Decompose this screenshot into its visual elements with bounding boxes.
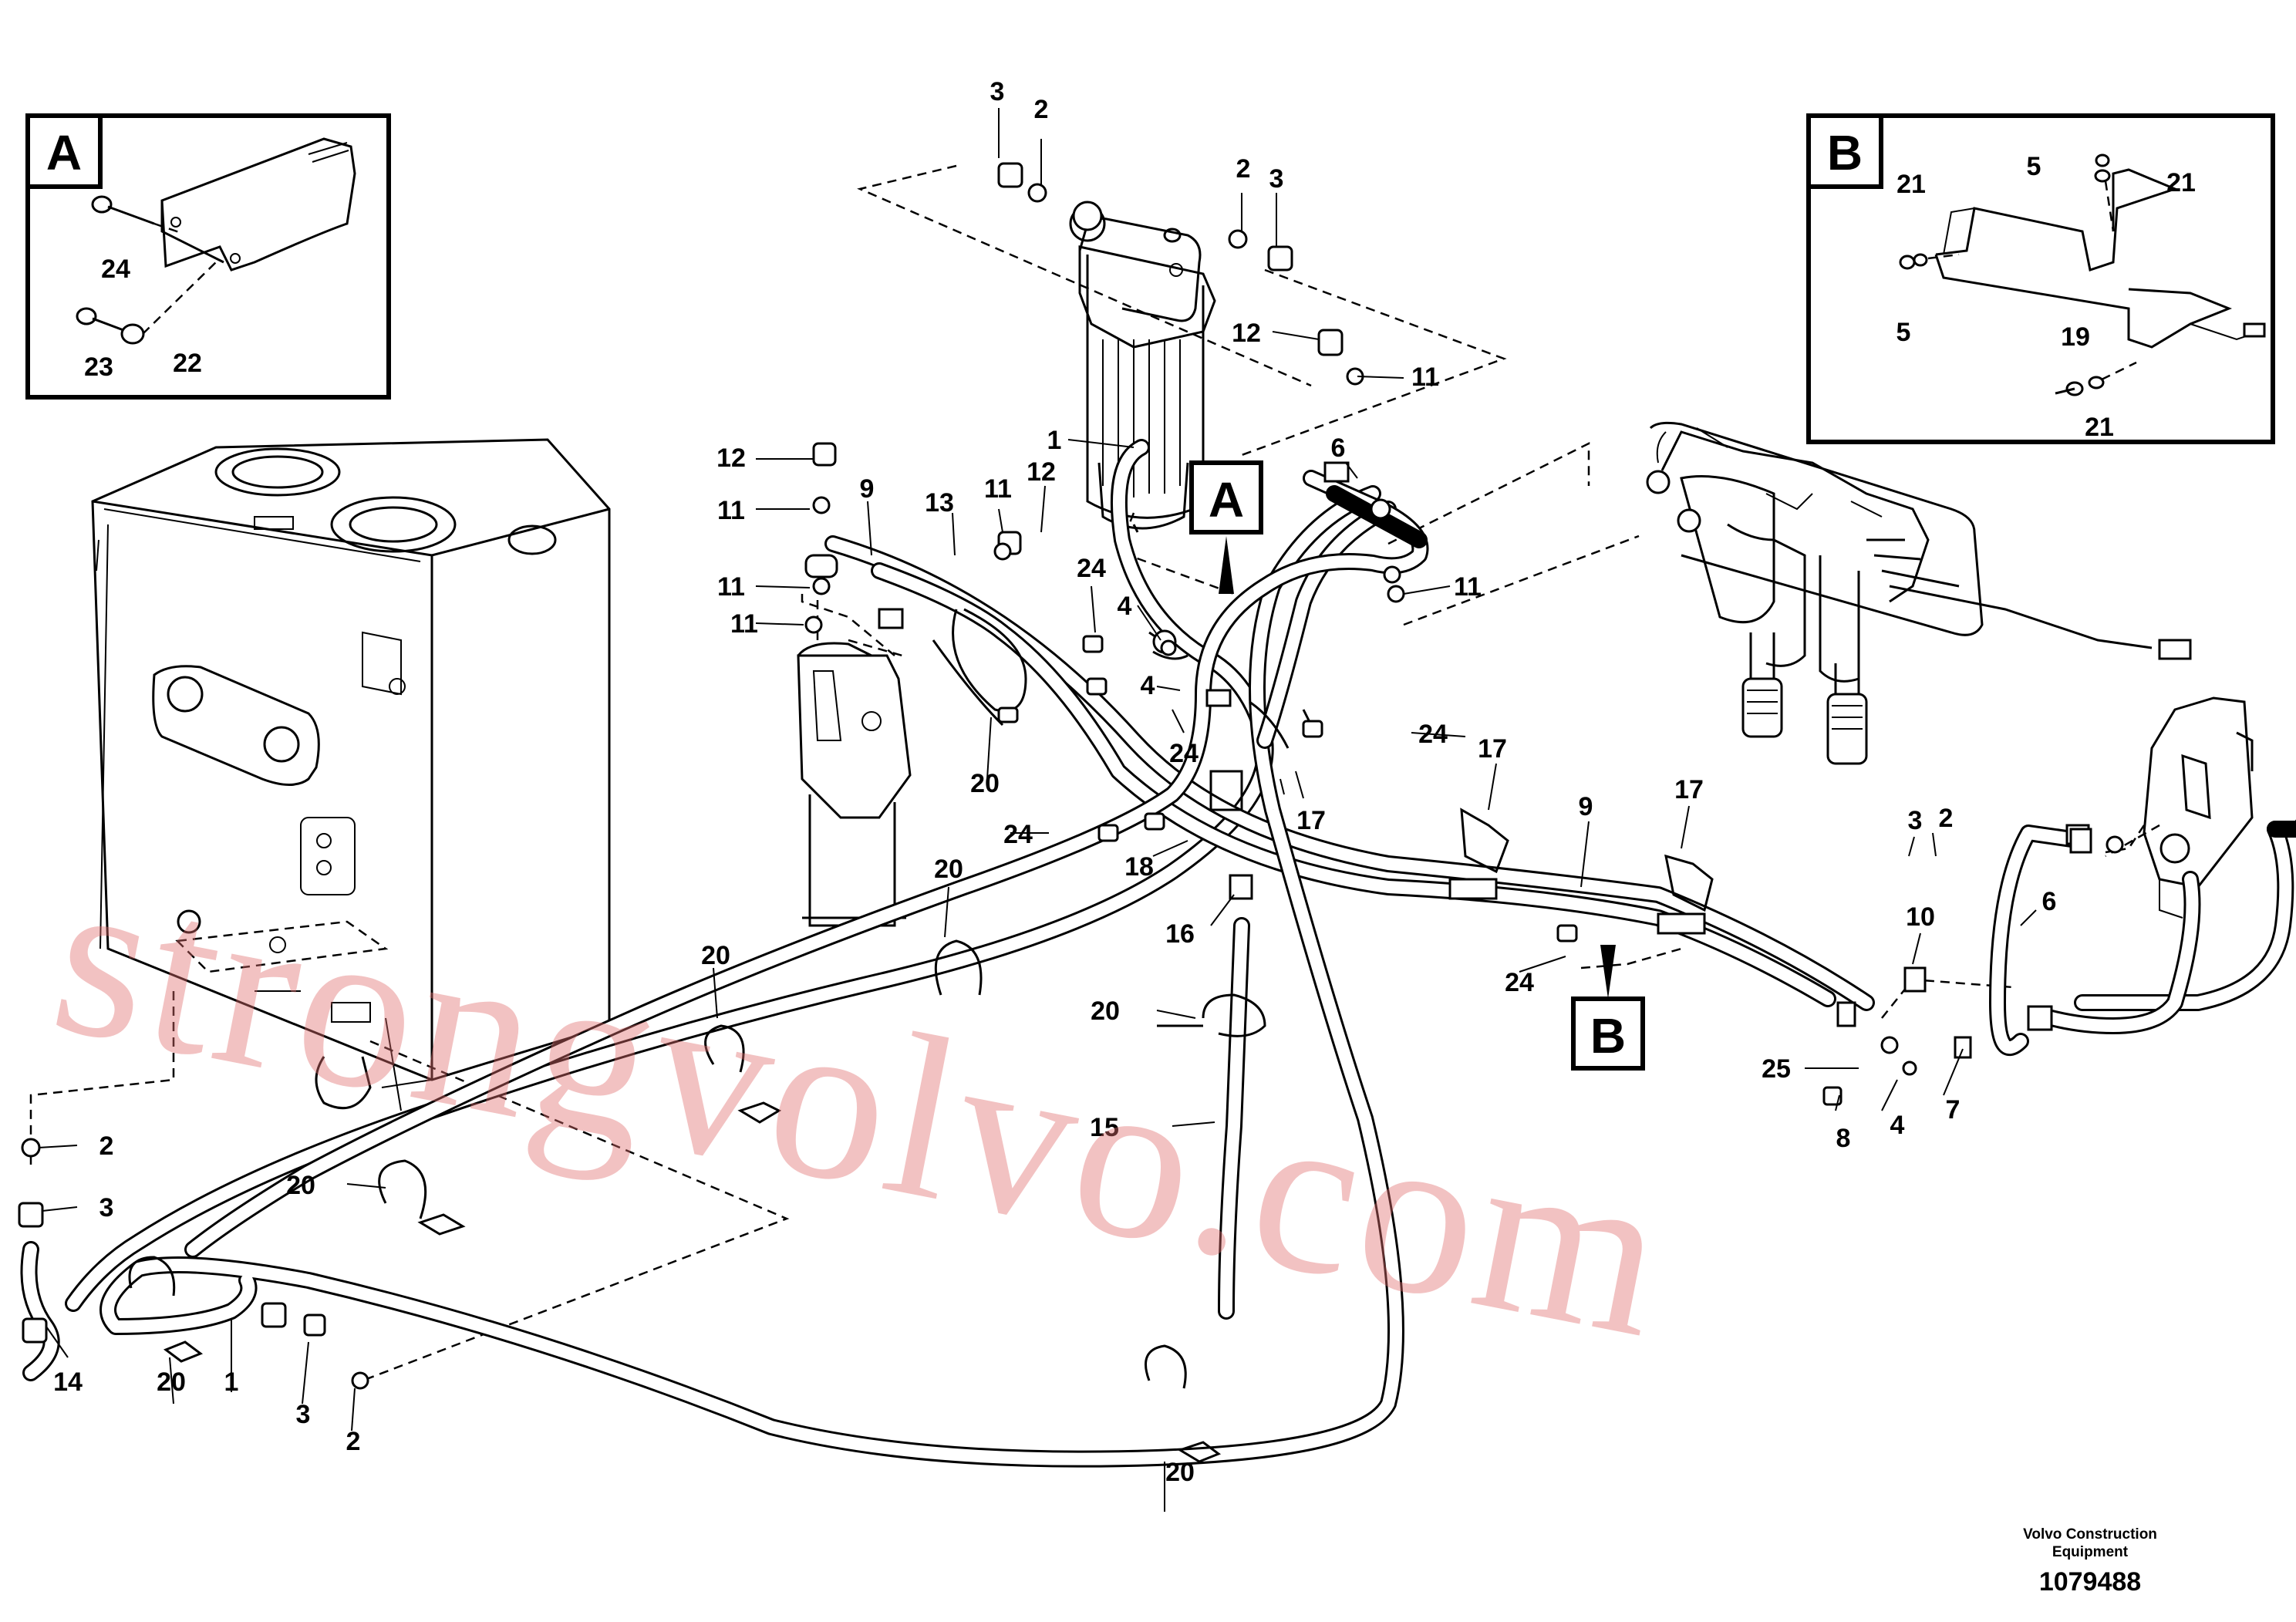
callout-6-right: 6	[2042, 887, 2057, 916]
callout-21-inset-b-bottom: 21	[2085, 413, 2114, 442]
marker-a: A	[1189, 460, 1263, 594]
callout-2-right: 2	[1939, 804, 1954, 833]
callout-24-lower-right: 24	[1505, 968, 1534, 997]
marker-b-letter: B	[1590, 1008, 1626, 1064]
callout-5-inset-b-left: 5	[1896, 318, 1911, 347]
callout-3-lower-left: 3	[99, 1193, 114, 1222]
callout-21-inset-b-left: 21	[1896, 170, 1926, 199]
callout-2-lower-left: 2	[99, 1131, 114, 1161]
callout-24-right: 24	[1418, 720, 1448, 749]
callout-15: 15	[1090, 1113, 1119, 1142]
callout-20-bottom-center: 20	[1165, 1458, 1195, 1487]
watermark-text: strongvolvo.com	[36, 824, 1686, 1387]
callout-24-inset-a: 24	[101, 255, 130, 284]
callout-17-right: 17	[1674, 775, 1704, 804]
callout-23-inset-a: 23	[84, 352, 113, 382]
injection-pump-drawing	[1646, 421, 2192, 765]
callout-16: 16	[1165, 919, 1195, 949]
footer-company-line1: Volvo Construction	[2023, 1526, 2157, 1543]
callout-20-middle: 20	[934, 855, 963, 884]
bolt-washer-23-22-drawing	[76, 261, 217, 345]
inset-a-letter: A	[46, 125, 82, 180]
bracket-b-drawing	[1934, 168, 2266, 349]
callout-19-inset-b: 19	[2061, 322, 2090, 352]
callout-24-upper-left: 24	[1077, 554, 1106, 583]
callout-2-filter-left: 2	[1034, 95, 1049, 124]
callout-7: 7	[1946, 1095, 1961, 1125]
inset-b-bolts	[1899, 153, 2137, 396]
callout-8: 8	[1836, 1124, 1851, 1153]
callout-25: 25	[1762, 1054, 1791, 1084]
callout-11-middle: 11	[984, 474, 1012, 504]
footer: Volvo Construction Equipment 1079488	[2023, 1526, 2157, 1597]
callout-10: 10	[1906, 902, 1935, 932]
marker-a-letter: A	[1209, 472, 1244, 528]
callout-20-center: 20	[1091, 996, 1120, 1026]
callout-numbers: 24 23 22 21 5 21 5 19 21 3 2 2 3 12 11 1…	[53, 77, 2196, 1487]
callout-20-hose-upper: 20	[970, 769, 1000, 798]
callout-11-left-3: 11	[730, 609, 758, 639]
bolt-24-drawing	[91, 195, 182, 234]
callout-18: 18	[1124, 852, 1154, 882]
callout-11-filter: 11	[1411, 363, 1439, 392]
fuel-hoses	[20, 439, 2296, 1468]
callout-4-upper: 4	[1118, 592, 1132, 621]
bracket-a-drawing	[160, 137, 356, 271]
callout-20-far-left: 20	[286, 1171, 315, 1200]
footer-drawing-number: 1079488	[2039, 1567, 2141, 1597]
callout-20-left-clip: 20	[701, 941, 730, 970]
callout-21-inset-b-right: 21	[2166, 168, 2196, 197]
callout-3-right: 3	[1908, 806, 1923, 835]
callout-4-lower: 4	[1141, 671, 1155, 700]
callout-9-upper: 9	[860, 474, 875, 504]
callout-24-lower-left: 24	[1003, 820, 1033, 849]
callout-1-bottom: 1	[224, 1367, 239, 1397]
callout-13: 13	[925, 488, 954, 518]
water-separator-drawing	[797, 586, 912, 927]
fuel-connector-block-drawing	[2105, 696, 2254, 919]
footer-company-line2: Equipment	[2052, 1544, 2129, 1560]
clamps-and-fittings	[18, 162, 2124, 1463]
callout-3-filter-right: 3	[1269, 164, 1284, 194]
fuel-tank-drawing	[91, 438, 611, 1111]
callout-2-filter-right: 2	[1236, 154, 1251, 184]
callout-12-filter: 12	[1232, 319, 1261, 348]
callout-2-bottom: 2	[346, 1427, 361, 1456]
inset-b-letter: B	[1827, 125, 1863, 180]
callout-24-mid: 24	[1169, 739, 1199, 768]
callout-11-right: 11	[1454, 572, 1482, 602]
callout-9-lower: 9	[1579, 792, 1593, 821]
callout-17-left: 17	[1296, 806, 1326, 835]
callout-4-right: 4	[1890, 1111, 1905, 1140]
callout-12-left: 12	[716, 443, 746, 473]
callout-leaders	[38, 108, 2037, 1512]
callout-3-filter-left: 3	[990, 77, 1005, 106]
callout-3-bottom: 3	[296, 1400, 311, 1429]
callout-11-left-1: 11	[717, 496, 745, 525]
marker-b: B	[1571, 945, 1645, 1071]
callout-1-filter: 1	[1047, 426, 1062, 455]
inset-a: A	[25, 113, 391, 400]
callout-14: 14	[53, 1367, 83, 1397]
callout-6-top: 6	[1331, 433, 1346, 463]
callout-12-middle: 12	[1027, 457, 1056, 487]
callout-5-inset-b-top: 5	[2027, 152, 2041, 181]
callout-11-left-2: 11	[717, 572, 745, 602]
callout-22-inset-a: 22	[173, 349, 202, 378]
callout-20-bottom-left: 20	[157, 1367, 186, 1397]
inset-b: B	[1806, 113, 2275, 444]
callout-17-middle: 17	[1478, 734, 1507, 764]
